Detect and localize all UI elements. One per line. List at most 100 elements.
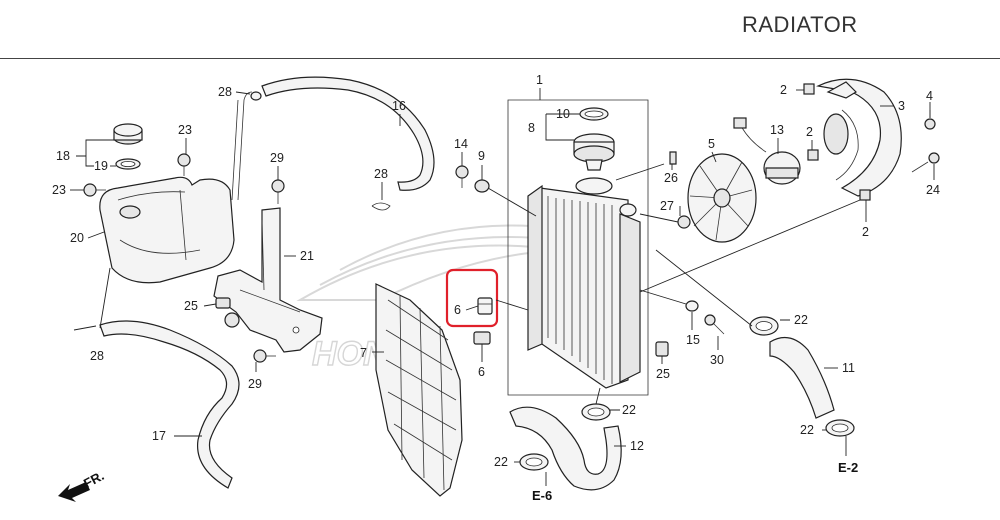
callout-22-center-bottom: 22	[494, 455, 508, 469]
clamp-22-hose12-bottom[interactable]	[519, 453, 549, 471]
front-direction-arrow-icon	[58, 482, 90, 502]
callout-29-bottom: 29	[248, 377, 262, 391]
rubber-cushion-6-highlighted[interactable]	[477, 297, 493, 315]
callout-1: 1	[536, 73, 543, 87]
leader-8	[545, 113, 580, 141]
leader-27	[639, 206, 681, 223]
clamp-22-hose11-top[interactable]	[749, 316, 779, 336]
callout-12: 12	[630, 439, 644, 453]
cooling-fan[interactable]	[687, 153, 757, 243]
callout-27: 27	[660, 199, 674, 213]
callout-23-left: 23	[52, 183, 66, 197]
page-title: RADIATOR	[742, 12, 858, 37]
bolt-24[interactable]	[911, 152, 940, 173]
clip-2-mid[interactable]	[807, 149, 819, 161]
callout-22-right-bottom: 22	[800, 423, 814, 437]
callout-18: 18	[56, 149, 70, 163]
reference-e6: E-6	[532, 488, 552, 503]
bolt-29-bottom[interactable]	[253, 349, 276, 363]
callout-4: 4	[926, 89, 933, 103]
rubber-cushion-6-lower[interactable]	[473, 331, 491, 345]
callout-2-bottom: 2	[862, 225, 869, 239]
leader-15	[639, 289, 693, 330]
radiator-shroud[interactable]	[375, 283, 463, 497]
fan-shroud-3[interactable]	[816, 78, 902, 197]
callout-3: 3	[898, 99, 905, 113]
bolt-27[interactable]	[677, 215, 691, 229]
callout-9: 9	[478, 149, 485, 163]
leader-22-center-top	[595, 387, 620, 411]
bolt-23-top[interactable]	[177, 153, 191, 176]
leader-5	[711, 151, 717, 163]
callout-7: 7	[360, 346, 367, 360]
mounting-bracket[interactable]	[213, 207, 323, 353]
callout-6-lower: 6	[478, 365, 485, 379]
bolt-30[interactable]	[704, 314, 725, 335]
leader-28-top	[235, 91, 251, 95]
radiator-cap[interactable]	[573, 133, 615, 171]
leader-22-right-top	[655, 249, 790, 327]
bolt-4[interactable]	[924, 110, 936, 130]
clamp-22-hose11-bottom[interactable]	[825, 419, 855, 437]
bolt-23-left[interactable]	[83, 183, 106, 197]
rubber-mount-25-right[interactable]	[655, 341, 669, 357]
callout-25-left: 25	[184, 299, 198, 313]
reserve-tank-cap[interactable]	[113, 123, 143, 145]
leader-20	[87, 231, 105, 239]
hose-clip-28-mid[interactable]	[371, 202, 391, 211]
leader-25-left	[203, 303, 217, 307]
callout-22-right-top: 22	[794, 313, 808, 327]
leader-28-bottom	[73, 267, 111, 331]
callout-21: 21	[300, 249, 314, 263]
bolt-14[interactable]	[455, 165, 469, 188]
washer-15[interactable]	[685, 300, 699, 312]
callout-13: 13	[770, 123, 784, 137]
clip-2-top[interactable]	[803, 83, 815, 95]
highlight-box	[445, 268, 499, 328]
radiator-core[interactable]	[527, 177, 641, 389]
callout-10: 10	[556, 107, 570, 121]
hose-12[interactable]	[509, 406, 622, 491]
leader-2c-line	[639, 199, 861, 293]
callout-2-top: 2	[780, 83, 787, 97]
grommet-9[interactable]	[474, 179, 490, 193]
callout-6-highlighted: 6	[454, 303, 461, 317]
title-divider	[0, 58, 1000, 59]
callout-28-top: 28	[218, 85, 232, 99]
bolt-29-top[interactable]	[271, 179, 285, 204]
leader-6a	[465, 305, 479, 311]
callout-24: 24	[926, 183, 940, 197]
hose-11[interactable]	[769, 336, 835, 419]
callout-14: 14	[454, 137, 468, 151]
cap-seal-ring[interactable]	[115, 158, 141, 170]
leader-9	[481, 165, 537, 217]
leader-18	[76, 139, 114, 167]
hose-clip-28-top[interactable]	[250, 91, 262, 101]
callout-28-mid: 28	[374, 167, 388, 181]
callout-8: 8	[528, 121, 535, 135]
reserve-tank[interactable]	[99, 176, 235, 284]
cap-gasket-10[interactable]	[579, 107, 609, 121]
clamp-22-hose12-top[interactable]	[581, 403, 611, 421]
callout-16: 16	[392, 99, 406, 113]
callout-15: 15	[686, 333, 700, 347]
screw-26[interactable]	[669, 151, 677, 165]
callout-22-center-top: 22	[622, 403, 636, 417]
callout-19: 19	[94, 159, 108, 173]
callout-5: 5	[708, 137, 715, 151]
callout-28-bottom: 28	[90, 349, 104, 363]
fan-motor[interactable]	[733, 117, 801, 185]
hose-16[interactable]	[261, 76, 435, 191]
callout-11: 11	[842, 361, 855, 375]
overflow-hose[interactable]	[231, 91, 253, 201]
callout-17: 17	[152, 429, 166, 443]
hose-17[interactable]	[99, 320, 240, 489]
callout-23-top: 23	[178, 123, 192, 137]
callout-20: 20	[70, 231, 84, 245]
radiator-assembly-box	[507, 99, 649, 396]
callout-2-mid: 2	[806, 125, 813, 139]
clip-2-bottom[interactable]	[859, 189, 871, 201]
reference-e2: E-2	[838, 460, 858, 475]
rubber-mount-25-left[interactable]	[215, 297, 231, 309]
